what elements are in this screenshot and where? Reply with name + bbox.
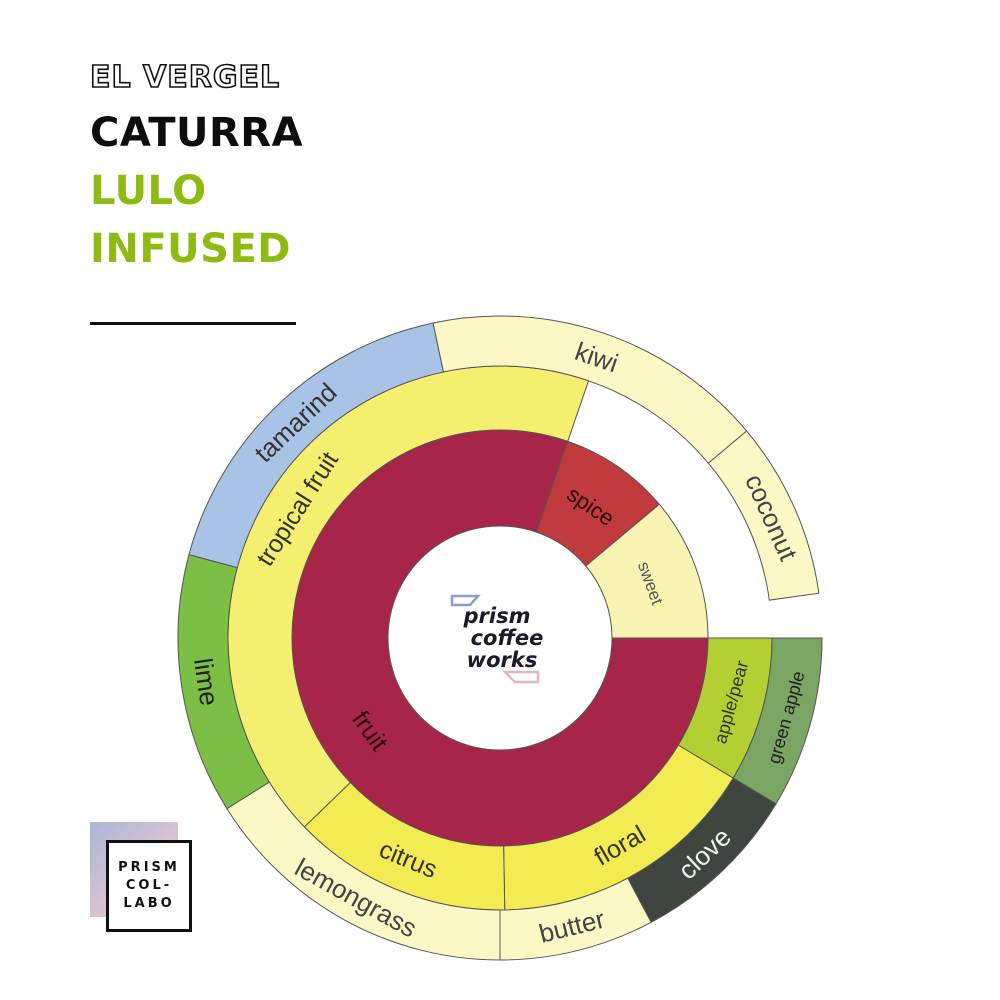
badge-line-3: LABO <box>123 896 175 911</box>
process-line-1: LULO <box>90 168 207 214</box>
center-logo-accent-blue <box>450 594 481 607</box>
badge-line-1: PRISM <box>118 860 180 875</box>
process-line-2: INFUSED <box>90 226 291 272</box>
prism-collabo-badge: PRISM COL- LABO <box>90 822 200 937</box>
title-divider <box>90 322 296 325</box>
ring3-segment-coconut <box>707 430 820 601</box>
farm-name: EL VERGEL <box>89 59 281 96</box>
center-logo-line-2: coffee <box>471 626 544 650</box>
title-block: EL VERGEL CATURRA LULO INFUSED <box>89 58 304 278</box>
center-logo-line-3: works <box>467 648 538 672</box>
center-logo-line-1: prism <box>463 604 531 628</box>
variety-name: CATURRA <box>90 110 304 156</box>
badge-box: PRISM COL- LABO <box>106 840 192 932</box>
flavor-wheel-segments <box>177 315 823 961</box>
ring3-label-lime: lime <box>188 656 225 708</box>
center-logo-accent-pink <box>501 670 540 684</box>
badge-line-2: COL- <box>125 878 173 893</box>
center-logo: prism coffee works <box>450 594 544 684</box>
